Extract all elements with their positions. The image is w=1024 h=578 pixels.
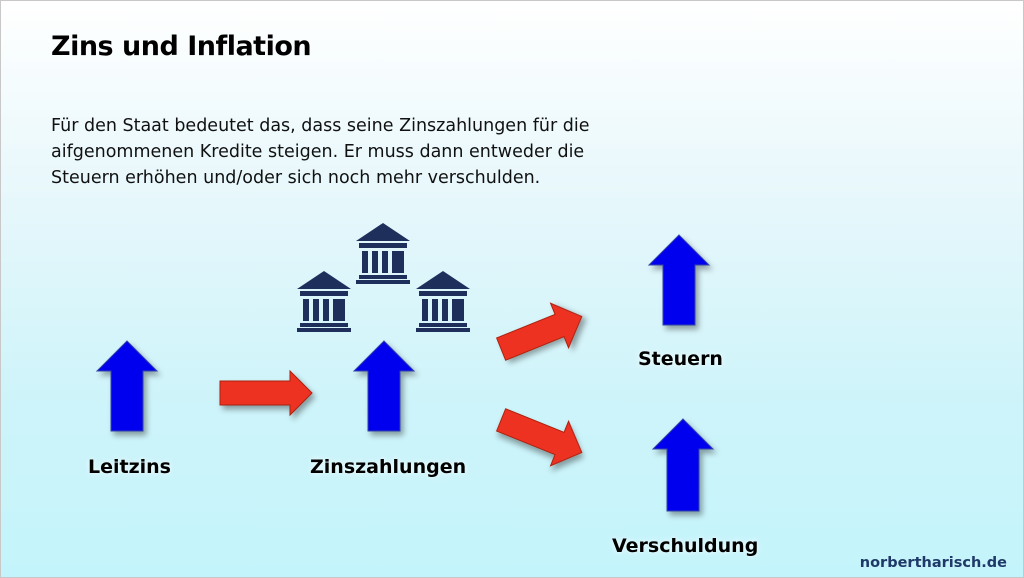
up-arrow-icon xyxy=(95,340,159,432)
bank-icon xyxy=(356,223,410,284)
body-line-3: Steuern erhöhen und/oder sich noch mehr … xyxy=(51,168,541,188)
up-arrow-icon xyxy=(651,418,715,512)
label-steuern: Steuern xyxy=(638,348,723,370)
up-arrow-icon xyxy=(352,340,416,432)
right-arrow-icon xyxy=(219,369,313,417)
diagonal-up-arrow-icon xyxy=(495,302,583,361)
bank-icon xyxy=(416,271,470,332)
footer-url: norbertharisch.de xyxy=(859,555,1007,571)
slide-title: Zins und Inflation xyxy=(51,31,312,62)
bank-icon xyxy=(297,271,351,332)
label-verschuldung: Verschuldung xyxy=(612,535,759,557)
label-leitzins: Leitzins xyxy=(88,456,171,478)
label-zinszahlungen: Zinszahlungen xyxy=(310,456,467,478)
diagonal-down-arrow-icon xyxy=(495,408,583,467)
body-line-1: Für den Staat bedeutet das, dass seine Z… xyxy=(51,116,590,136)
up-arrow-icon xyxy=(647,234,711,326)
body-line-2: aifgenommenen Kredite steigen. Er muss d… xyxy=(51,142,585,162)
body-text: Für den Staat bedeutet das, dass seine Z… xyxy=(51,113,611,191)
